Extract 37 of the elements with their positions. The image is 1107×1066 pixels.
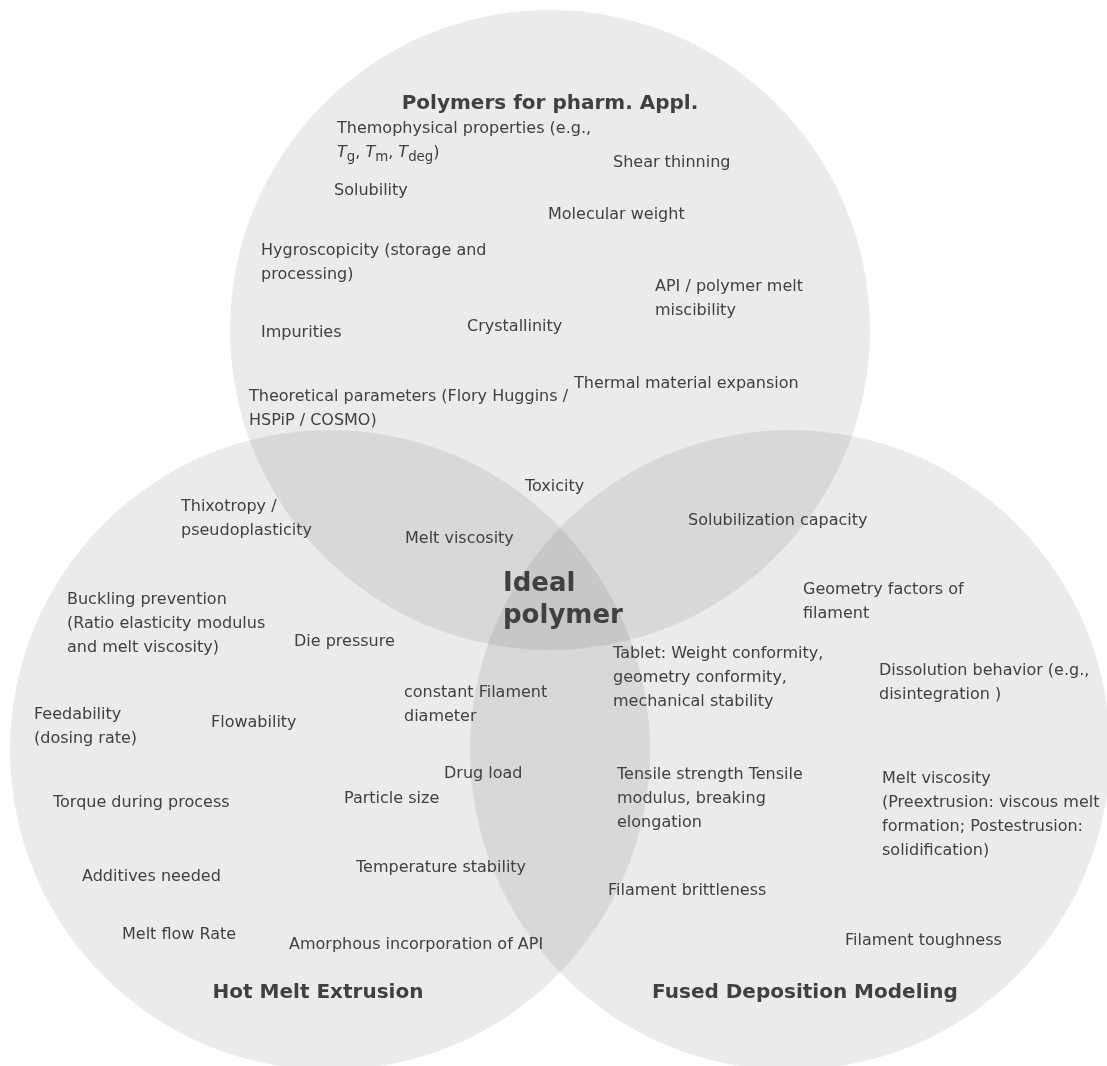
circle-title: Fused Deposition Modeling: [652, 979, 958, 1003]
property-label: Molecular weight: [548, 203, 685, 225]
property-label: Die pressure: [294, 630, 395, 652]
property-label: Toxicity: [525, 475, 585, 497]
property-label: Melt viscosity (Preextrusion: viscous melt formation; Postestrusion: solidification): [882, 767, 1101, 861]
property-label: Filament brittleness: [608, 879, 767, 901]
property-label: Geometry factors of filament: [803, 578, 965, 624]
property-label: Feedability (dosing rate): [34, 703, 139, 749]
property-label: Amorphous incorporation of API: [289, 933, 545, 955]
property-label: Hygroscopicity (storage and processing): [261, 239, 488, 285]
property-label: Theoretical parameters (Flory Huggins / HSPiP / COSMO): [249, 385, 570, 431]
property-label: Melt viscosity: [405, 527, 514, 549]
circle-title: Polymers for pharm. Appl.: [401, 90, 699, 114]
property-label: Dissolution behavior (e.g., disintegration ): [879, 659, 1091, 705]
property-label: Crystallinity: [467, 315, 563, 337]
circle-title: Hot Melt Extrusion: [212, 979, 424, 1003]
property-label: Melt flow Rate: [122, 923, 237, 945]
property-label: Thermal material expansion: [574, 372, 799, 394]
property-label: Temperature stability: [356, 856, 527, 878]
property-label: Buckling prevention (Ratio elasticity modulus and melt viscosity): [67, 588, 267, 658]
property-label: Additives needed: [82, 865, 221, 887]
property-label: Torque during process: [53, 791, 230, 813]
property-label: Drug load: [444, 762, 523, 784]
property-label: Solubilization capacity: [688, 509, 868, 531]
property-label: Shear thinning: [613, 151, 731, 173]
property-label: API / polymer melt miscibility: [655, 275, 804, 321]
property-label: Solubility: [334, 179, 408, 201]
property-label: constant Filament diameter: [404, 681, 549, 727]
property-label: Tensile strength Tensile modulus, breaking elongation: [617, 763, 804, 833]
property-label: Particle size: [344, 787, 440, 809]
property-label: Themophysical properties (e.g., T$_{g}$, T$_{m}$, T$_{deg}$): [337, 117, 593, 167]
property-label: Filament toughness: [845, 929, 1002, 951]
property-label: Thixotropy / pseudoplasticity: [181, 495, 313, 541]
center-label: Ideal polymer: [503, 566, 624, 630]
property-label: Flowability: [211, 711, 297, 733]
property-label: Tablet: Weight conformity, geometry conformity, mechanical stability: [613, 642, 825, 712]
property-label: Impurities: [261, 321, 342, 343]
